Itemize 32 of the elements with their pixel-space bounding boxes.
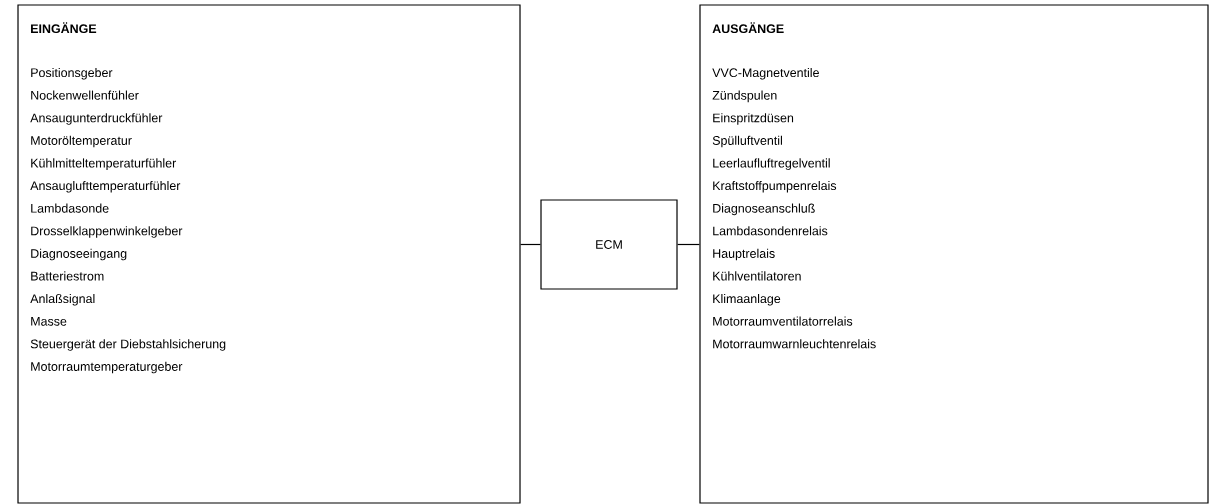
connector-line bbox=[677, 243, 700, 246]
list-item: Masse bbox=[31, 317, 67, 326]
list-item: Kühlventilatoren bbox=[713, 271, 801, 281]
list-item: Kühlmitteltemperaturfühler bbox=[31, 158, 177, 170]
module-box: ECM bbox=[540, 199, 678, 290]
connector-line bbox=[520, 243, 541, 246]
list-item: Anlaßsignal bbox=[30, 293, 95, 306]
list-item: Motorraumwarnleuchtenrelais bbox=[713, 339, 876, 349]
list-item: Motorraumtemperaturgeber bbox=[31, 361, 183, 374]
list-item: VVC-Magnetventile bbox=[712, 67, 819, 80]
list-item: Positionsgeber bbox=[31, 67, 113, 80]
heading: EINGÄNGE bbox=[31, 22, 97, 34]
list-item: Diagnoseeingang bbox=[31, 248, 127, 261]
list-item: Ansauglufttemperaturfühler bbox=[30, 180, 181, 193]
list-item: Motorraumventilatorrelais bbox=[713, 316, 853, 326]
list-item: Kraftstoffpumpenrelais bbox=[713, 180, 837, 193]
list-item: Lambdasondenrelais bbox=[713, 226, 828, 236]
list-item: Drosselklappenwinkelgeber bbox=[31, 226, 183, 238]
list-item: Hauptrelais bbox=[713, 248, 775, 261]
list-item: Spülluftventil bbox=[712, 135, 782, 148]
list-item: Diagnoseanschluß bbox=[713, 203, 815, 216]
list-item: Batteriestrom bbox=[31, 271, 104, 281]
list-item: Zündspulen bbox=[712, 90, 777, 103]
list-item: Einspritzdüsen bbox=[713, 113, 794, 125]
list-item: Leerlaufluftregelventil bbox=[713, 158, 830, 170]
heading: AUSGÄNGE bbox=[712, 22, 784, 34]
list-item: Steuergerät der Diebstahlsicherung bbox=[30, 339, 226, 351]
list-item: Ansaugunterdruckfühler bbox=[30, 113, 163, 125]
list-item: Nockenwellenfühler bbox=[31, 90, 139, 100]
list-item: Klimaanlage bbox=[713, 293, 781, 306]
list-item: Motoröltemperatur bbox=[31, 135, 132, 148]
list-item: Lambdasonde bbox=[31, 203, 109, 213]
